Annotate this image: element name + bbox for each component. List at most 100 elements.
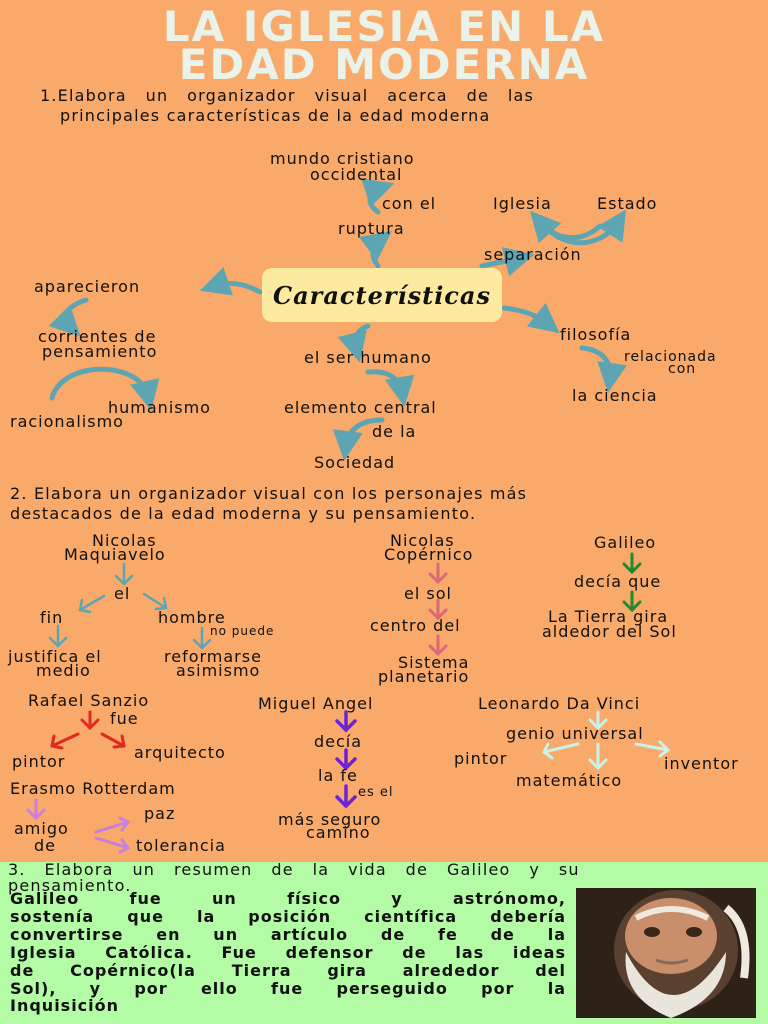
arrow-leonardo-pintor <box>542 742 580 760</box>
miguel-la-fe: la fe <box>318 766 358 785</box>
arrow-galileo-2 <box>622 590 642 613</box>
node-humanismo: humanismo <box>108 398 211 417</box>
arrow-rafael-fue <box>80 710 100 731</box>
leonardo-genio: genio universal <box>506 724 644 743</box>
copernico-el-sol: el sol <box>404 584 452 603</box>
node-de-la: de la <box>372 422 417 441</box>
node-la-ciencia: la ciencia <box>572 386 658 405</box>
arrow-to-separacion <box>479 247 535 277</box>
erasmo-paz: paz <box>144 804 176 823</box>
galileo-summary: Galileo fue un físico y astrónomo, soste… <box>10 890 566 1015</box>
summary-line: de Copérnico(la Tierra gira alrededor de… <box>10 960 566 980</box>
arrow-to-ruptura <box>358 230 392 269</box>
copernico-centro: centro del <box>370 616 461 635</box>
arrow-fin-justifica <box>48 624 68 648</box>
arrow-galileo-1 <box>622 552 642 575</box>
arrow-to-elemento <box>365 369 415 407</box>
galileo-name: Galileo <box>594 533 657 552</box>
erasmo-amigo: amigo <box>14 819 69 838</box>
page-title-line1: LA IGLESIA EN LA <box>162 2 606 51</box>
galileo-tierra1: La Tierra gira <box>548 607 669 626</box>
leonardo-inventor: inventor <box>664 754 739 773</box>
arrow-miguel-3 <box>335 784 357 809</box>
leonardo-name: Leonardo Da Vinci <box>478 694 641 713</box>
node-racionalismo: racionalismo <box>10 412 124 431</box>
leonardo-matematico: matemático <box>516 771 623 790</box>
arrow-to-ciencia <box>579 345 627 393</box>
arrow-to-aparecieron <box>199 267 263 296</box>
summary-line: convertirse en un artículo de fe de la <box>10 924 566 944</box>
summary-line: Sol), y por ello fue perseguido por la <box>10 978 566 998</box>
arrow-erasmo-tolerancia <box>94 836 131 854</box>
arrow-to-filosofia <box>501 302 560 334</box>
node-relacionada: relacionada <box>624 349 717 365</box>
section2-instruction: 2. Elabora un organizador visual con los… <box>10 484 758 524</box>
galileo-portrait <box>576 888 756 1018</box>
miguel-mas1: más seguro <box>278 810 382 829</box>
maquiavelo-reformarse1: reformarse <box>164 647 262 666</box>
node-pensamiento: pensamiento <box>42 342 158 361</box>
maquiavelo-justifica1: justifica el <box>8 647 102 666</box>
section2-instruction-line1: 2. Elabora un organizador visual con los… <box>10 484 528 503</box>
node-separacion: separación <box>484 245 582 264</box>
arrow-hombre-reformarse <box>192 626 212 650</box>
arrow-rafael-pintor <box>50 732 80 750</box>
section3-instruction-line1: 3. Elabora un resumen de la vida de Gali… <box>8 860 580 879</box>
arrow-erasmo-paz <box>94 816 131 834</box>
arrow-humanismo-racionalismo <box>49 366 160 411</box>
arrow-rafael-arquitecto <box>100 732 126 749</box>
erasmo-de: de <box>34 836 56 855</box>
arrow-to-corrientes <box>48 297 89 337</box>
page-title-line2: EDAD MODERNA <box>178 40 590 89</box>
section1-instruction-line2: principales características de la edad m… <box>60 106 491 125</box>
node-iglesia: Iglesia <box>493 194 552 213</box>
node-aparecieron: aparecieron <box>34 277 141 296</box>
rafael-fue: fue <box>110 709 139 728</box>
arrow-to-ser-humano <box>337 323 371 363</box>
portrait-illustration <box>576 888 756 1018</box>
rafael-arquitecto: arquitecto <box>134 743 226 762</box>
erasmo-name: Erasmo Rotterdam <box>10 779 176 798</box>
arrow-leonardo-matematico <box>588 742 608 771</box>
section1-instruction: 1.Elabora un organizador visual acerca d… <box>40 86 752 126</box>
summary-line: Inquisición <box>10 996 120 1016</box>
maquiavelo-name1: Nicolas <box>92 531 157 550</box>
section3-instruction-line2: pensamiento. <box>8 876 132 895</box>
arrow-miguel-2 <box>335 748 357 771</box>
node-con-el: con el <box>382 194 437 213</box>
node-estado: Estado <box>597 194 658 213</box>
summary-line: sostenía que la posición científica debe… <box>10 906 566 926</box>
arrow-el-fin <box>78 594 106 614</box>
galileo-decia: decía que <box>574 572 662 591</box>
miguel-es-el: es el <box>358 785 394 800</box>
leonardo-pintor: pintor <box>454 749 508 768</box>
arrow-maquiavelo-el <box>114 562 134 586</box>
arrow-erasmo-1 <box>26 798 46 821</box>
arrow-el-hombre <box>142 592 168 611</box>
node-mundo-cristiano: mundo cristiano <box>270 149 415 168</box>
maquiavelo-reformarse2: asimismo <box>176 661 261 680</box>
miguel-name: Miguel Angel <box>258 694 374 713</box>
arrow-copernico-2 <box>428 598 448 621</box>
miguel-mas2: camino <box>306 823 371 842</box>
section1-instruction-line1: 1.Elabora un organizador visual acerca d… <box>40 86 535 105</box>
maquiavelo-name2: Maquiavelo <box>64 545 166 564</box>
node-ruptura: ruptura <box>338 219 405 238</box>
rafael-name: Rafael Sanzio <box>28 691 150 710</box>
arrow-leonardo-genio <box>588 710 608 731</box>
erasmo-tolerancia: tolerancia <box>136 836 226 855</box>
arrow-copernico-1 <box>428 562 448 585</box>
maquiavelo-no-puede: no puede <box>210 624 275 638</box>
node-occidental: occidental <box>310 165 403 184</box>
node-elemento-central: elemento central <box>284 398 437 417</box>
maquiavelo-el: el <box>114 584 131 603</box>
rafael-pintor: pintor <box>12 752 66 771</box>
summary-line: Iglesia Católica. Fue defensor de las id… <box>10 942 566 962</box>
copernico-sistema1: Sistema <box>398 653 470 672</box>
arrow-ruptura <box>361 178 395 215</box>
node-filosofia: filosofía <box>560 325 632 344</box>
node-corrientes: corrientes de <box>38 327 157 346</box>
arrow-leonardo-inventor <box>634 740 671 758</box>
node-sociedad: Sociedad <box>314 453 396 472</box>
arrow-miguel-1 <box>335 710 357 733</box>
